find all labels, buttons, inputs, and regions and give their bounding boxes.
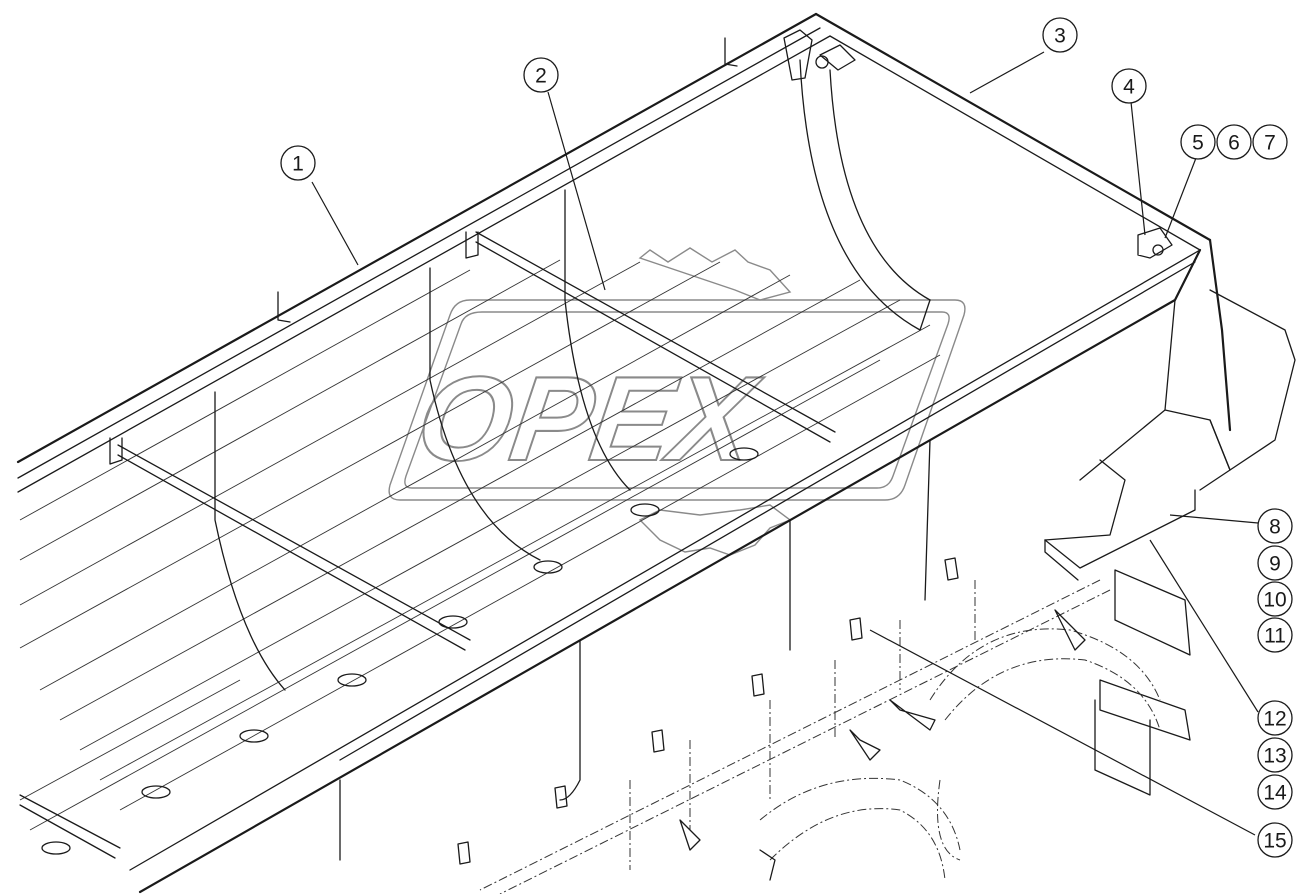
- svg-text:1: 1: [292, 153, 304, 176]
- bulkheads: [214, 59, 931, 861]
- svg-text:3: 3: [1054, 25, 1066, 48]
- svg-text:8: 8: [1269, 516, 1281, 539]
- svg-text:7: 7: [1264, 132, 1276, 155]
- callout-9: 9: [1257, 545, 1293, 581]
- svg-text:12: 12: [1263, 708, 1286, 731]
- svg-text:9: 9: [1269, 553, 1281, 576]
- floor-slats: [19, 259, 941, 831]
- leader-3: [969, 51, 1045, 94]
- callout-6: 6: [1216, 124, 1252, 160]
- svg-text:2: 2: [535, 65, 547, 88]
- callout-13: 13: [1257, 737, 1293, 773]
- leader-12: [1149, 539, 1259, 713]
- callout-14: 14: [1257, 774, 1293, 810]
- leader-8: [1169, 514, 1259, 524]
- callout-3: 3: [1042, 17, 1078, 53]
- watermark: OPEX: [388, 247, 966, 556]
- callout-10: 10: [1257, 581, 1293, 617]
- leader-1: [311, 181, 359, 266]
- callout-12: 12: [1257, 700, 1293, 736]
- svg-text:6: 6: [1228, 132, 1240, 155]
- svg-text:4: 4: [1123, 76, 1135, 99]
- svg-text:5: 5: [1192, 132, 1204, 155]
- callout-4: 4: [1111, 68, 1147, 104]
- leader-4: [1130, 101, 1146, 236]
- svg-text:10: 10: [1263, 589, 1286, 612]
- svg-text:11: 11: [1264, 625, 1286, 648]
- cross-bars: [19, 231, 836, 859]
- hopper-body: [16, 12, 1296, 894]
- rail-brackets: [109, 29, 1173, 465]
- svg-text:15: 15: [1263, 830, 1286, 853]
- svg-text:14: 14: [1263, 782, 1287, 805]
- watermark-gear-icon: [638, 247, 792, 556]
- svg-text:13: 13: [1263, 745, 1286, 768]
- leader-2: [547, 91, 606, 291]
- leader-lines: [311, 51, 1259, 836]
- side-lugs: [457, 557, 959, 865]
- leader-5: [1164, 157, 1197, 239]
- callout-2: 2: [523, 57, 559, 93]
- callout-8: 8: [1257, 508, 1293, 544]
- callout-7: 7: [1252, 124, 1288, 160]
- leader-15: [869, 629, 1256, 836]
- floor-openings: [41, 447, 759, 855]
- callouts: 1 2 3 4 5 6 7 8: [280, 17, 1293, 858]
- callout-1: 1: [280, 145, 316, 181]
- callout-11: 11: [1257, 617, 1293, 653]
- callout-15: 15: [1257, 822, 1293, 858]
- chassis: [479, 569, 1191, 894]
- callout-5: 5: [1180, 124, 1216, 160]
